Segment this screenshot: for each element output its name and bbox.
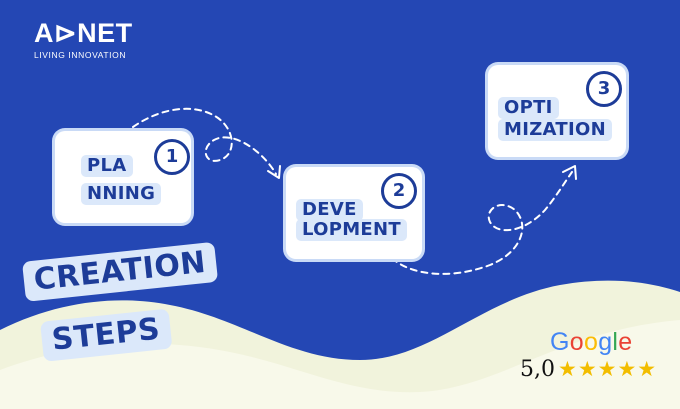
step-card-development: DEVE LOPMENT 2 bbox=[286, 167, 422, 259]
step-2-line-1: DEVE bbox=[296, 199, 363, 221]
brand-name: A⊳NET bbox=[34, 18, 133, 48]
star-rating-icon: ★★★★★ bbox=[558, 357, 658, 381]
step-3-number-badge: 3 bbox=[586, 71, 622, 107]
google-letter: o bbox=[569, 328, 584, 356]
google-letter: o bbox=[583, 328, 599, 356]
step-card-planning: PLA NNING 1 bbox=[55, 131, 191, 223]
google-letter: e bbox=[618, 328, 633, 356]
google-letter: g bbox=[598, 328, 613, 356]
rating-value: 5,0 bbox=[520, 357, 555, 382]
step-2-number-badge: 2 bbox=[381, 173, 417, 209]
bottom-wave-light bbox=[0, 320, 680, 409]
step-card-optimization: OPTI MIZATION 3 bbox=[488, 65, 626, 157]
google-logo: Google bbox=[550, 328, 632, 357]
arrowhead-1-2 bbox=[267, 165, 281, 179]
step-1-line-1: PLA bbox=[81, 155, 133, 177]
brand-tagline: LIVING INNOVATION bbox=[34, 50, 127, 60]
step-3-line-1: OPTI bbox=[498, 97, 559, 119]
arrowhead-2-3 bbox=[562, 165, 577, 180]
dashed-arrow-1-2 bbox=[132, 107, 277, 175]
dashed-arrow-2-3 bbox=[391, 171, 573, 275]
step-1-number-badge: 1 bbox=[154, 139, 190, 175]
step-3-line-2: MIZATION bbox=[498, 119, 612, 141]
brand-logo: A⊳NET LIVING INNOVATION bbox=[34, 18, 133, 60]
google-letter: G bbox=[550, 328, 570, 356]
step-2-line-2: LOPMENT bbox=[296, 219, 407, 241]
google-letter: l bbox=[612, 328, 619, 356]
step-1-line-2: NNING bbox=[81, 183, 162, 205]
